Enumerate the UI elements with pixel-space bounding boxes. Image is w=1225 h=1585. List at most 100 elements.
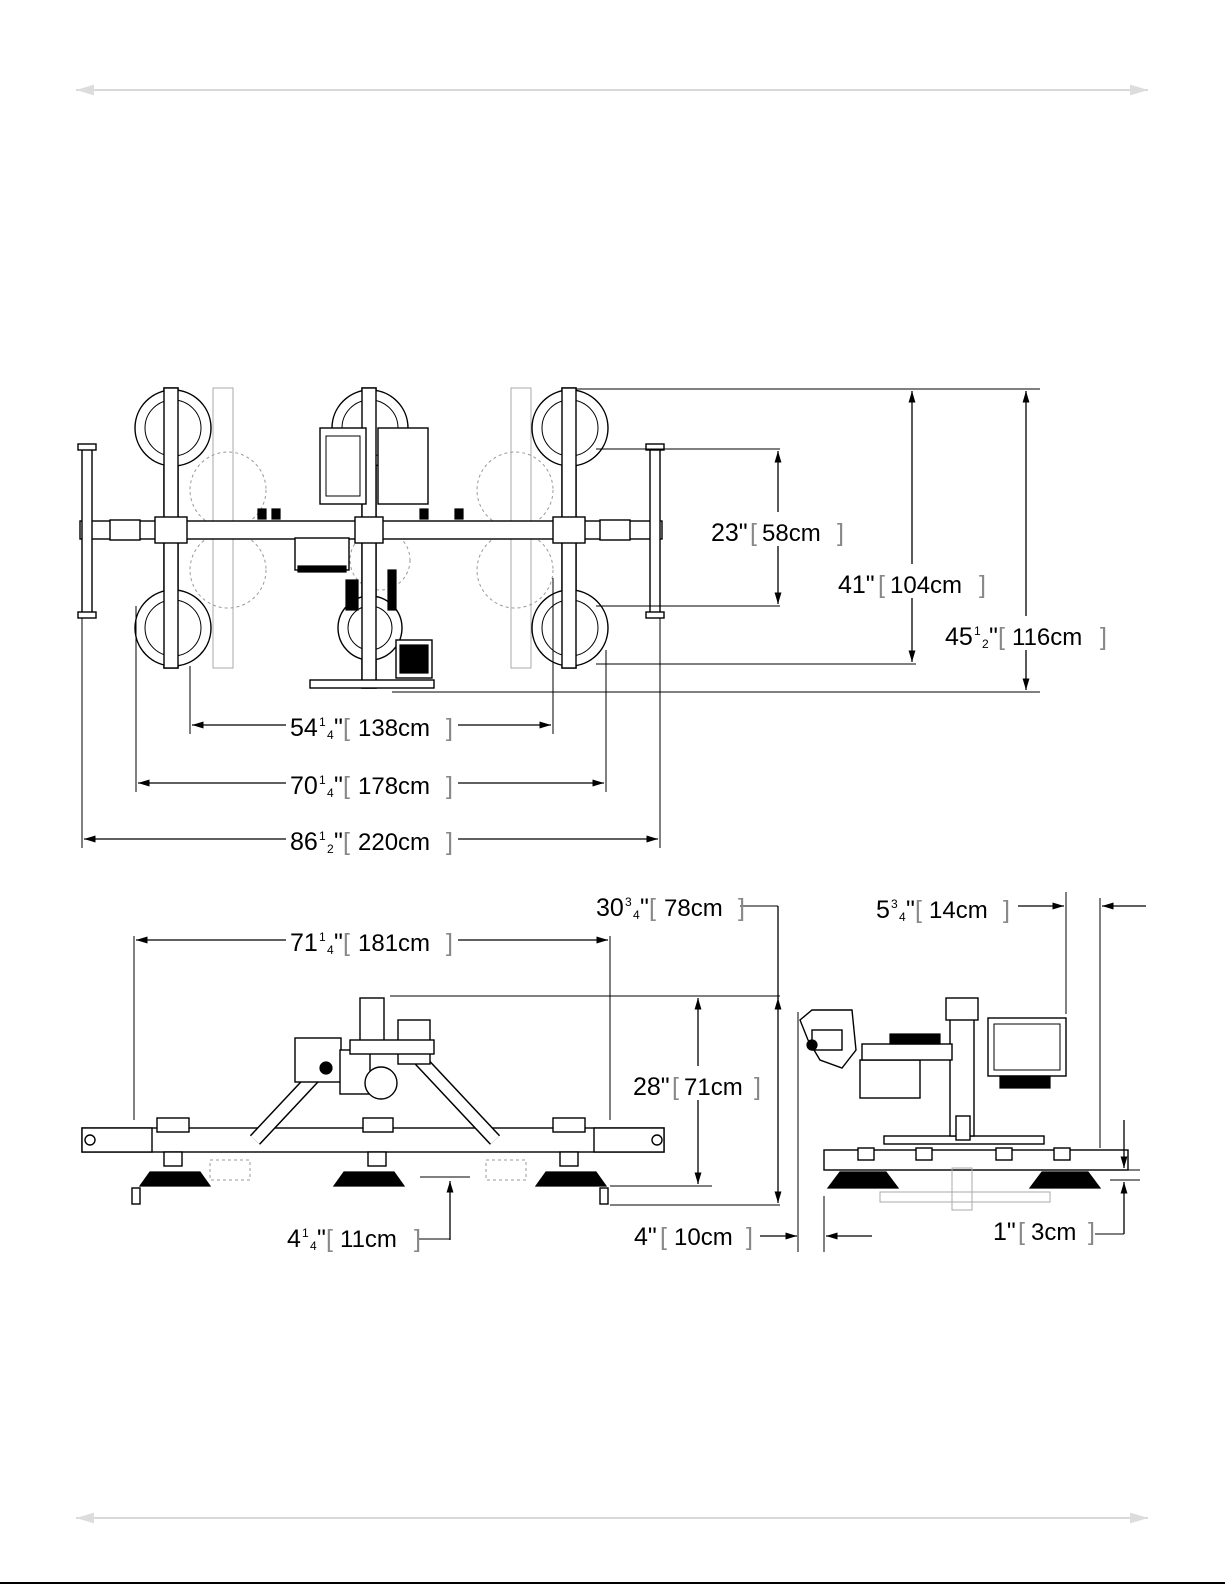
svg-text:104cm: 104cm	[890, 572, 962, 599]
svg-text:1": 1"	[993, 1218, 1016, 1246]
svg-text:1: 1	[319, 829, 326, 843]
bottom-handle-bar	[310, 680, 434, 688]
svg-text:2: 2	[327, 842, 334, 856]
svg-text:4: 4	[327, 786, 334, 800]
label-28in: 28" [ 71cm ]	[633, 1073, 761, 1101]
left-handle	[82, 448, 92, 616]
svg-text:178cm: 178cm	[358, 773, 430, 800]
svg-text:]: ]	[1100, 623, 1107, 651]
svg-text:11cm: 11cm	[340, 1226, 397, 1253]
svg-text:54: 54	[290, 714, 318, 742]
svg-text:]: ]	[754, 1073, 761, 1101]
svg-text:": "	[334, 828, 343, 856]
label-30in: 30 3 4 " [ 78cm ]	[596, 894, 745, 922]
side-battery-box	[988, 1018, 1066, 1076]
svg-text:78cm: 78cm	[664, 895, 723, 922]
label-5in: 5 3 4 " [ 14cm ]	[876, 896, 1010, 924]
svg-text:181cm: 181cm	[358, 930, 430, 957]
svg-text:[: [	[878, 571, 885, 599]
svg-text:41": 41"	[838, 571, 875, 599]
svg-text:1: 1	[302, 1226, 309, 1240]
svg-text:116cm: 116cm	[1012, 624, 1082, 651]
label-70in: 70 1 4 " [ 178cm ]	[290, 772, 453, 800]
svg-text:4: 4	[327, 728, 334, 742]
svg-text:]: ]	[446, 772, 453, 800]
label-4-quarter-in: 4 1 4 " [ 11cm ]	[287, 1225, 421, 1253]
svg-text:28": 28"	[633, 1073, 670, 1101]
svg-text:4": 4"	[634, 1223, 657, 1251]
top-view	[78, 388, 1040, 848]
svg-text:30: 30	[596, 894, 624, 922]
front-control-box	[295, 1038, 341, 1082]
front-motor	[365, 1067, 397, 1099]
svg-text:45: 45	[945, 623, 973, 651]
side-view	[798, 892, 1146, 1252]
side-pad-left	[828, 1172, 898, 1188]
svg-text:23": 23"	[711, 519, 748, 547]
svg-text:]: ]	[746, 1223, 753, 1251]
svg-text:1: 1	[974, 624, 981, 638]
control-box	[295, 538, 349, 570]
svg-text:138cm: 138cm	[358, 715, 430, 742]
svg-text:4: 4	[633, 908, 640, 922]
svg-text:220cm: 220cm	[358, 829, 430, 856]
svg-text:[: [	[1018, 1218, 1025, 1246]
svg-text:]: ]	[446, 714, 453, 742]
svg-text:2: 2	[982, 637, 989, 651]
svg-text:]: ]	[738, 894, 745, 922]
front-pad-center	[334, 1172, 404, 1186]
vacuum-housing	[378, 428, 428, 504]
svg-text:4: 4	[899, 910, 906, 924]
svg-text:3: 3	[625, 895, 632, 909]
svg-text:14cm: 14cm	[929, 897, 988, 924]
svg-text:1: 1	[319, 715, 326, 729]
svg-text:": "	[640, 894, 649, 922]
svg-text:": "	[334, 929, 343, 957]
svg-text:]: ]	[446, 828, 453, 856]
svg-text:": "	[989, 623, 998, 651]
svg-text:": "	[334, 714, 343, 742]
svg-text:4: 4	[287, 1225, 301, 1253]
svg-text:]: ]	[979, 571, 986, 599]
svg-text:[: [	[672, 1073, 679, 1101]
svg-text:[: [	[326, 1225, 333, 1253]
front-pad-left	[140, 1172, 210, 1186]
label-71in: 71 1 4 " [ 181cm ]	[290, 929, 453, 957]
svg-text:1: 1	[319, 930, 326, 944]
svg-text:[: [	[343, 772, 350, 800]
svg-text:]: ]	[446, 929, 453, 957]
svg-text:[: [	[915, 896, 922, 924]
label-1in: 1" [ 3cm ]	[993, 1218, 1095, 1246]
svg-text:[: [	[660, 1223, 667, 1251]
svg-text:71cm: 71cm	[684, 1074, 743, 1101]
svg-text:]: ]	[837, 519, 844, 547]
side-pad-right	[1030, 1172, 1100, 1188]
svg-text:4: 4	[310, 1239, 317, 1253]
svg-text:": "	[317, 1225, 326, 1253]
svg-text:[: [	[998, 623, 1005, 651]
svg-text:70: 70	[290, 772, 318, 800]
svg-text:3: 3	[891, 897, 898, 911]
front-pad-right	[536, 1172, 606, 1186]
svg-text:[: [	[649, 894, 656, 922]
svg-text:[: [	[343, 929, 350, 957]
svg-text:": "	[334, 772, 343, 800]
right-handle	[650, 448, 660, 616]
svg-text:4: 4	[327, 943, 334, 957]
svg-text:58cm: 58cm	[762, 520, 821, 547]
svg-text:]: ]	[1088, 1218, 1095, 1246]
svg-text:]: ]	[414, 1225, 421, 1253]
svg-text:1: 1	[319, 773, 326, 787]
svg-text:86: 86	[290, 828, 318, 856]
svg-text:[: [	[343, 714, 350, 742]
svg-text:[: [	[343, 828, 350, 856]
svg-text:]: ]	[1003, 896, 1010, 924]
side-vacuum-cylinder	[860, 1060, 920, 1098]
label-54in: 54 1 4 " [ 138cm ]	[290, 714, 453, 742]
svg-text:10cm: 10cm	[674, 1224, 733, 1251]
label-4in: 4" [ 10cm ]	[634, 1223, 753, 1251]
svg-text:5: 5	[876, 896, 890, 924]
svg-text:3cm: 3cm	[1031, 1219, 1076, 1246]
svg-text:": "	[906, 896, 915, 924]
